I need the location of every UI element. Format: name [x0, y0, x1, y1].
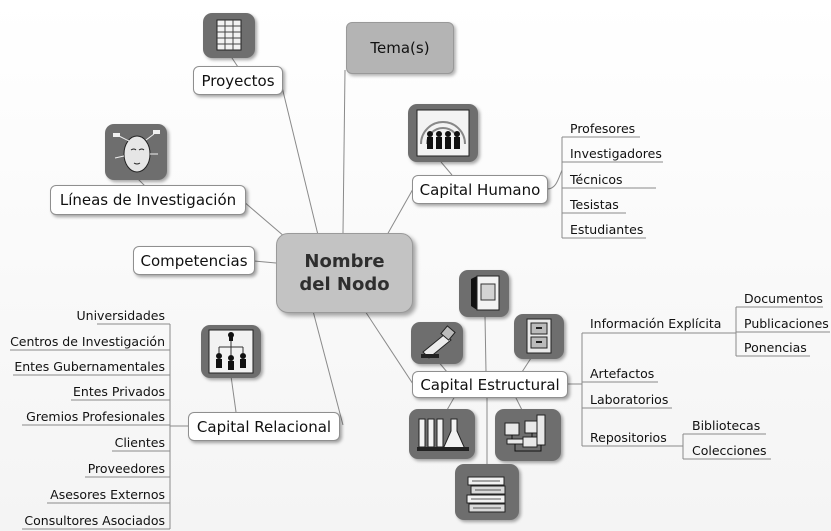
capital-humano-node[interactable]: Capital Humano: [412, 175, 548, 204]
central-node-line1: Nombre: [304, 251, 385, 272]
leaf-tesistas[interactable]: Tesistas: [570, 197, 619, 212]
leaf-laboratorios[interactable]: Laboratorios: [590, 392, 669, 407]
org-chart-icon: [201, 325, 261, 378]
central-node-line2: del Nodo: [299, 274, 390, 295]
leaf-consultores-asociados[interactable]: Consultores Asociados: [24, 513, 165, 528]
capital-estructural-node[interactable]: Capital Estructural: [412, 371, 568, 398]
leaf-gremios-profesionales[interactable]: Gremios Profesionales: [26, 409, 165, 424]
leaf-profesores[interactable]: Profesores: [570, 121, 636, 136]
leaf-repositorios[interactable]: Repositorios: [590, 430, 667, 445]
leaf-universidades[interactable]: Universidades: [76, 308, 166, 323]
leaf-proveedores[interactable]: Proveedores: [87, 461, 165, 476]
leaf-tecnicos[interactable]: Técnicos: [570, 172, 623, 187]
capital-estructural-label: Capital Estructural: [420, 375, 560, 394]
capital-relacional-label: Capital Relacional: [196, 417, 332, 436]
leaf-entes-gubernamentales[interactable]: Entes Gubernamentales: [14, 359, 165, 374]
people-icon: [408, 104, 478, 162]
leaf-asesores-externos[interactable]: Asesores Externos: [50, 487, 165, 502]
books-icon: [455, 464, 519, 520]
spreadsheet-icon: [203, 13, 255, 58]
document-icon: [459, 270, 509, 317]
competencias-label: Competencias: [140, 251, 248, 270]
leaf-investigadores[interactable]: Investigadores: [570, 146, 662, 161]
head-icon: [105, 124, 167, 180]
leaf-ponencias[interactable]: Ponencias: [744, 340, 807, 355]
leaf-clientes[interactable]: Clientes: [114, 435, 165, 450]
tema-label: Tema(s): [370, 39, 430, 57]
lineas-investigacion-node[interactable]: Líneas de Investigación: [50, 185, 246, 215]
leaf-artefactos[interactable]: Artefactos: [590, 366, 655, 381]
cabinet-icon: [514, 314, 564, 359]
leaf-informacion-explicita[interactable]: Información Explícita: [590, 316, 722, 331]
capital-humano-label: Capital Humano: [419, 180, 541, 199]
leaf-documentos[interactable]: Documentos: [744, 291, 823, 306]
leaf-publicaciones[interactable]: Publicaciones: [744, 316, 829, 331]
competencias-node[interactable]: Competencias: [133, 246, 255, 275]
leaf-entes-privados[interactable]: Entes Privados: [73, 384, 165, 399]
lineas-investigacion-label: Líneas de Investigación: [59, 191, 237, 209]
central-node[interactable]: Nombre del Nodo: [276, 233, 413, 313]
leaf-colecciones[interactable]: Colecciones: [692, 443, 767, 458]
lab-glassware-icon: [409, 409, 475, 459]
tema-node[interactable]: Tema(s): [346, 22, 454, 74]
leaf-bibliotecas[interactable]: Bibliotecas: [692, 418, 761, 433]
proyectos-label: Proyectos: [201, 71, 275, 90]
leaf-estudiantes[interactable]: Estudiantes: [570, 222, 644, 237]
capital-relacional-node[interactable]: Capital Relacional: [188, 412, 340, 441]
computer-network-icon: [495, 409, 561, 461]
leaf-centros-investigacion[interactable]: Centros de Investigación: [10, 334, 165, 349]
proyectos-node[interactable]: Proyectos: [193, 66, 283, 95]
microscope-icon: [411, 322, 463, 364]
